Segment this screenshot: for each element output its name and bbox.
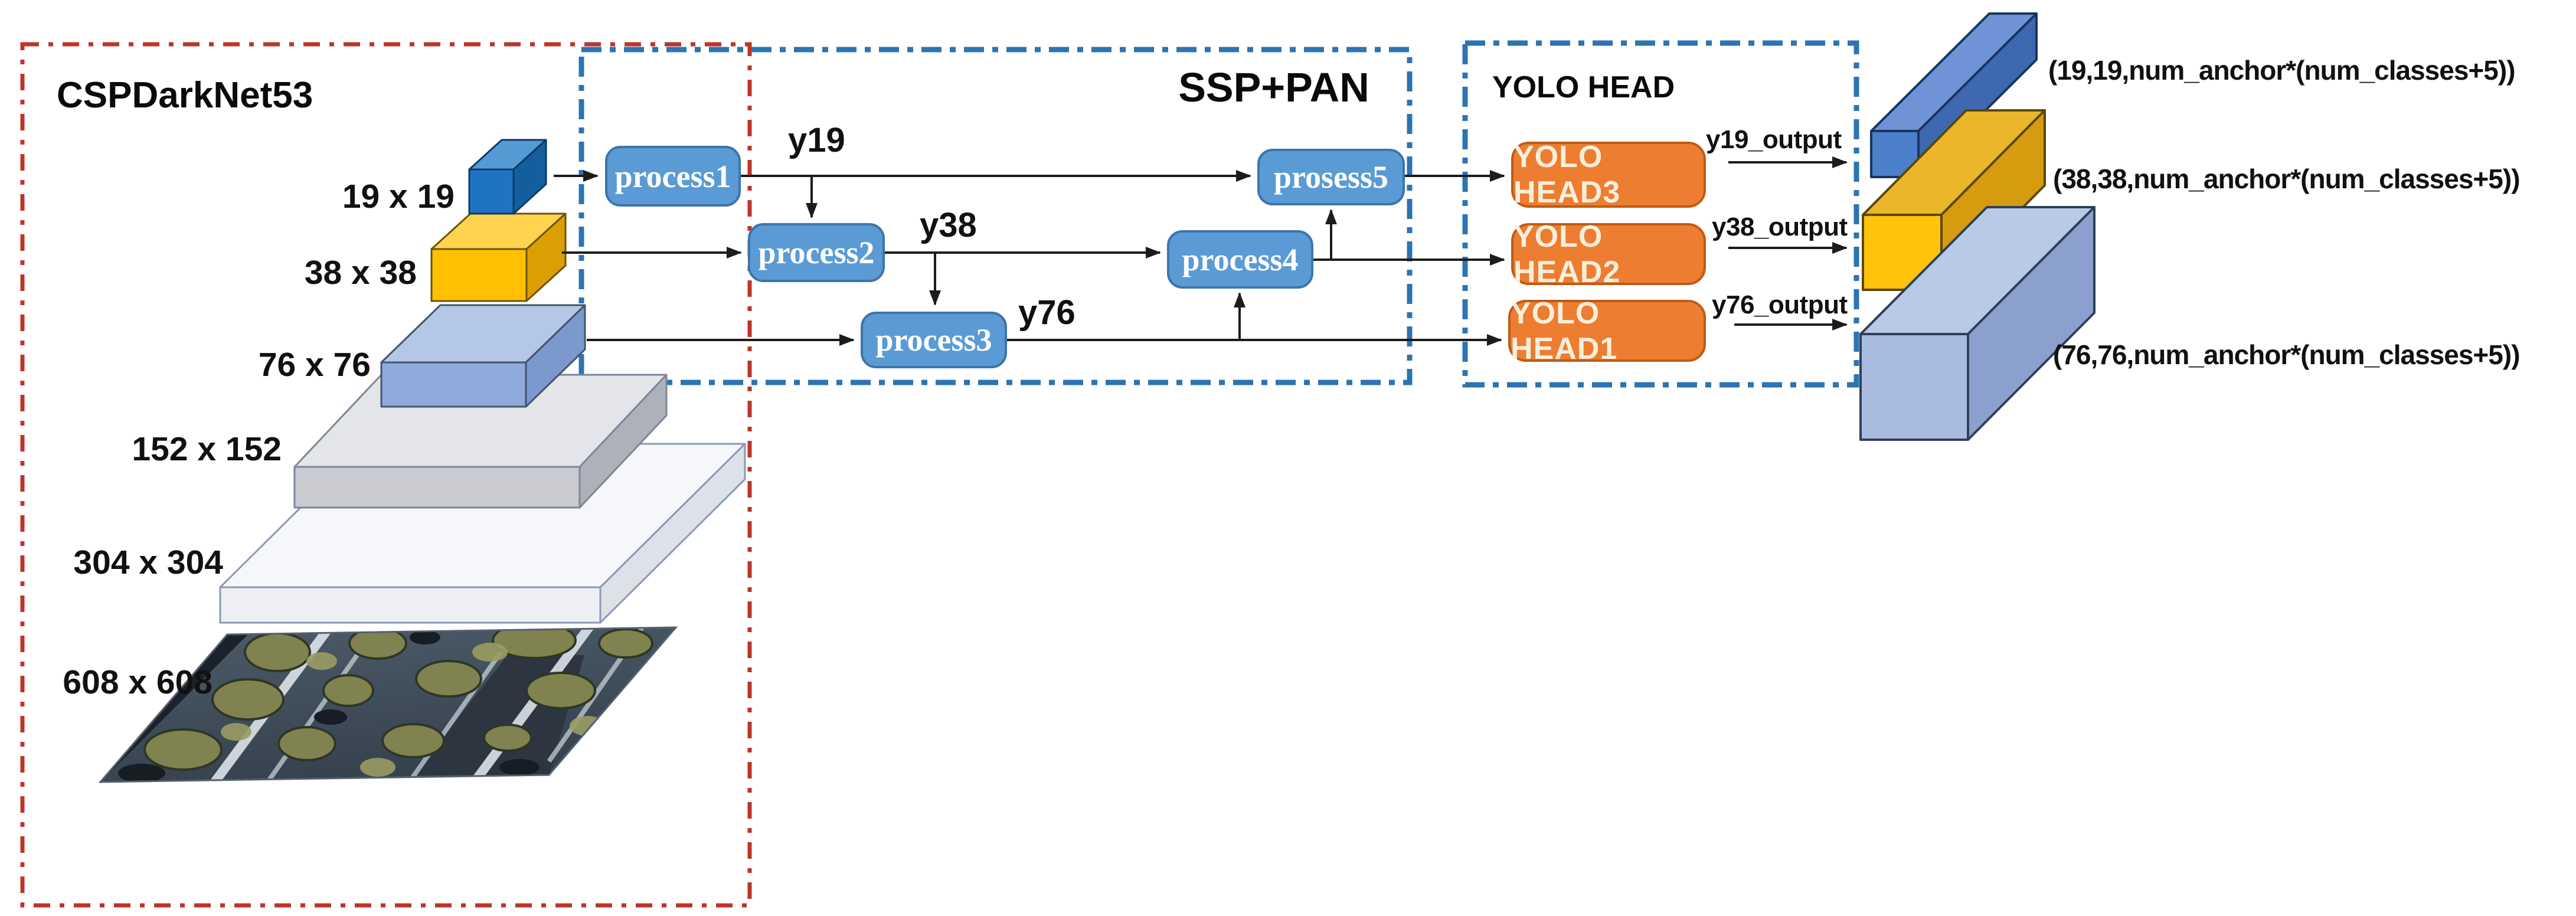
- scale-label-19: 19 x 19: [342, 178, 455, 215]
- shape-label-38: (38,38,num_anchor*(num_classes+5)): [2053, 163, 2521, 194]
- head-region-box: [1462, 40, 1859, 388]
- process1-label: process1: [614, 158, 731, 194]
- scale-box-38x38: [430, 212, 567, 302]
- scale-box-76x76: [380, 304, 586, 408]
- flow-label-y76: y76: [1018, 293, 1075, 332]
- process3-label: process3: [875, 322, 992, 358]
- backbone-title: CSPDarkNet53: [57, 75, 313, 116]
- scale-label-152: 152 x 152: [132, 430, 282, 468]
- output-label-y38: y38_output: [1712, 212, 1848, 241]
- flow-label-y38: y38: [920, 206, 977, 244]
- yolo-head2-label: YOLO HEAD2: [1513, 219, 1621, 289]
- scale-label-38: 38 x 38: [304, 254, 417, 292]
- scale-label-304: 304 x 304: [73, 544, 223, 581]
- yolo-head3-node: YOLO HEAD3: [1511, 140, 1706, 210]
- neck-region-box: [578, 47, 1413, 385]
- backbone-region-box: [20, 42, 752, 908]
- output-label-y76: y76_output: [1712, 290, 1848, 319]
- process2-label: process2: [758, 235, 875, 270]
- output-label-y19: y19_output: [1706, 125, 1842, 154]
- yolo-head1-node: YOLO HEAD1: [1508, 296, 1706, 366]
- scale-box-19x19: [468, 139, 547, 215]
- process1-node: process1: [605, 146, 741, 207]
- yolo-head2-node: YOLO HEAD2: [1511, 220, 1706, 289]
- process4-label: process4: [1182, 241, 1299, 277]
- head-title: YOLO HEAD: [1492, 70, 1675, 104]
- process4-node: process4: [1167, 230, 1313, 289]
- input-image-608: [98, 626, 678, 783]
- scale-label-76: 76 x 76: [258, 346, 371, 384]
- shape-label-76: (76,76,num_anchor*(num_classes+5)): [2053, 339, 2521, 370]
- prosess5-node: prosess5: [1257, 149, 1405, 205]
- output-bar-76: [1859, 206, 2096, 441]
- prosess5-label: prosess5: [1273, 159, 1389, 195]
- scale-label-608: 608 x 608: [63, 663, 213, 701]
- process3-node: process3: [861, 312, 1007, 368]
- yolo-head3-label: YOLO HEAD3: [1513, 140, 1621, 210]
- yolo-head1-label: YOLO HEAD1: [1511, 296, 1618, 366]
- shape-label-19: (19,19,num_anchor*(num_classes+5)): [2048, 55, 2516, 86]
- flow-label-y19: y19: [788, 121, 845, 159]
- neck-title: SSP+PAN: [1178, 64, 1369, 110]
- process2-node: process2: [748, 223, 885, 282]
